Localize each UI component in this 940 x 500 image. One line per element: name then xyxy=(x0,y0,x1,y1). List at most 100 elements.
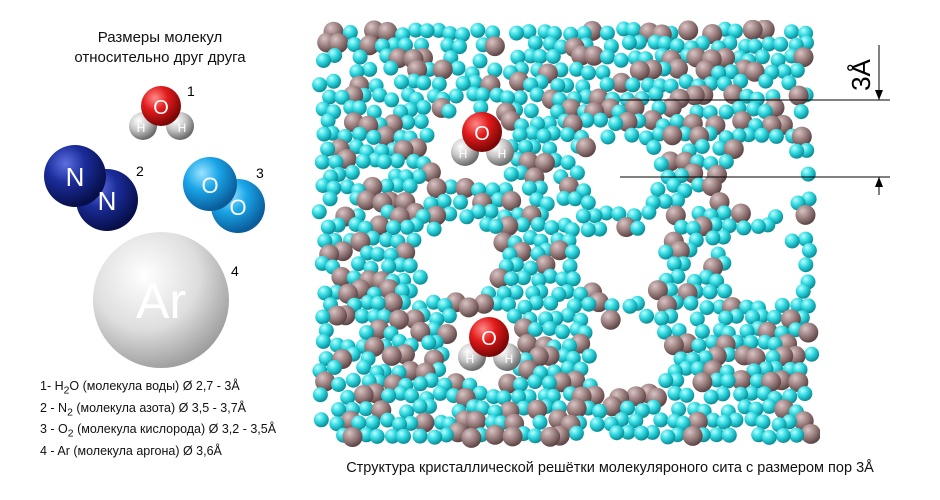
lattice-oxygen-atom xyxy=(633,425,649,441)
lattice-oxygen-atom xyxy=(508,284,524,300)
lattice-oxygen-atom xyxy=(754,49,770,65)
lattice-oxygen-atom xyxy=(768,128,784,144)
water-molecule: O H H xyxy=(129,86,194,140)
lattice-silicon-atom xyxy=(566,398,587,419)
atom-label: N xyxy=(66,162,85,192)
lattice-oxygen-atom xyxy=(736,220,752,236)
lattice-oxygen-atom xyxy=(541,375,557,391)
lattice-silicon-atom xyxy=(692,372,713,393)
lattice-silicon-atom xyxy=(455,177,476,198)
lattice-oxygen-atom xyxy=(532,180,548,196)
lattice-oxygen-atom xyxy=(580,195,596,211)
lattice-oxygen-atom xyxy=(427,429,443,445)
lattice-oxygen-atom xyxy=(579,112,595,128)
lattice-oxygen-atom xyxy=(515,270,531,286)
lattice-oxygen-atom xyxy=(470,204,486,220)
lattice-silicon-atom xyxy=(575,137,596,158)
lattice-oxygen-atom xyxy=(776,64,792,79)
lattice-oxygen-atom xyxy=(436,193,452,209)
lattice-oxygen-atom xyxy=(532,49,548,64)
lattice-oxygen-atom xyxy=(761,36,777,52)
lattice-silicon-atom xyxy=(682,425,703,446)
lattice-oxygen-atom xyxy=(412,269,428,285)
lattice-oxygen-atom xyxy=(669,114,685,129)
atom-label: O xyxy=(229,195,246,220)
nitrogen-molecule: N N xyxy=(44,145,138,231)
lattice-oxygen-atom xyxy=(620,400,635,416)
lattice-oxygen-atom xyxy=(678,74,694,90)
water-molecule-in-pore: O H H xyxy=(451,112,514,166)
lattice-oxygen-atom xyxy=(589,416,605,432)
lattice-oxygen-atom xyxy=(641,204,657,220)
lattice-oxygen-atom xyxy=(657,35,673,51)
lattice-oxygen-atom xyxy=(646,139,662,155)
lattice-oxygen-atom xyxy=(473,100,489,116)
lattice-oxygen-atom xyxy=(448,88,464,104)
lattice-oxygen-atom xyxy=(354,308,370,324)
atom-label: O xyxy=(474,123,490,145)
lattice-oxygen-atom xyxy=(718,310,734,326)
lattice-oxygen-atom xyxy=(370,246,386,262)
lattice-oxygen-atom xyxy=(442,206,458,222)
lattice-oxygen-atom xyxy=(347,37,363,53)
lattice-oxygen-atom xyxy=(718,154,734,170)
lattice-silicon-atom xyxy=(800,423,820,444)
lattice-oxygen-atom xyxy=(349,64,365,80)
lattice-oxygen-atom xyxy=(503,271,519,287)
figure-caption: Структура кристаллической решётки молеку… xyxy=(346,460,874,476)
lattice-oxygen-atom xyxy=(455,27,470,43)
lattice-silicon-atom xyxy=(356,190,377,211)
lattice-oxygen-atom xyxy=(515,217,531,233)
lattice-oxygen-atom xyxy=(620,424,636,440)
lattice-oxygen-atom xyxy=(311,204,327,220)
lattice-oxygen-atom xyxy=(712,140,728,156)
lattice-oxygen-atom xyxy=(650,182,666,197)
lattice-oxygen-atom xyxy=(340,389,356,405)
lattice-oxygen-atom xyxy=(521,389,537,405)
lattice-oxygen-atom xyxy=(653,412,669,428)
lattice-oxygen-atom xyxy=(527,35,543,51)
lattice-oxygen-atom xyxy=(351,415,367,431)
lattice-oxygen-atom xyxy=(545,49,561,64)
heading-line-2: относительно друг друга xyxy=(74,49,246,66)
diagram-heading: Размеры молекул относительно друг друга xyxy=(40,28,280,68)
lattice-oxygen-atom xyxy=(575,208,591,224)
lattice-silicon-atom xyxy=(669,240,690,261)
atom-label: H xyxy=(178,121,187,135)
lattice-oxygen-atom xyxy=(626,22,642,37)
lattice-oxygen-atom xyxy=(727,23,743,39)
lattice-silicon-atom xyxy=(668,58,688,79)
lattice-oxygen-atom xyxy=(322,89,338,105)
lattice-oxygen-atom xyxy=(666,256,682,272)
lattice-oxygen-atom xyxy=(536,128,552,144)
lattice-silicon-atom xyxy=(327,305,347,326)
lattice-oxygen-atom xyxy=(580,222,596,238)
lattice-oxygen-atom xyxy=(442,26,458,42)
lattice-silicon-atom xyxy=(661,97,682,118)
lattice-oxygen-atom xyxy=(452,39,467,55)
lattice-oxygen-atom xyxy=(322,191,338,207)
lattice-silicon-atom xyxy=(331,266,352,287)
lattice-oxygen-atom xyxy=(568,425,584,441)
lattice-silicon-atom xyxy=(602,396,623,417)
lattice-silicon-atom xyxy=(502,426,523,447)
lattice-silicon-atom xyxy=(793,47,814,68)
lattice-oxygen-atom xyxy=(432,385,448,401)
lattice-oxygen-atom xyxy=(767,309,782,325)
lattice-silicon-atom xyxy=(377,21,398,42)
lattice-oxygen-atom xyxy=(569,61,585,77)
lattice-oxygen-atom xyxy=(604,298,620,314)
lattice-oxygen-atom xyxy=(419,127,435,143)
lattice-oxygen-atom xyxy=(781,75,797,91)
lattice-oxygen-atom xyxy=(527,321,543,337)
lattice-oxygen-atom xyxy=(518,139,533,155)
lattice-oxygen-atom xyxy=(542,321,558,336)
lattice-oxygen-atom xyxy=(669,38,685,54)
lattice-oxygen-atom xyxy=(320,141,336,157)
lattice-silicon-atom xyxy=(551,372,572,393)
lattice-silicon-atom xyxy=(414,412,435,433)
lattice-oxygen-atom xyxy=(550,78,566,94)
lattice-oxygen-atom xyxy=(362,61,378,77)
lattice-oxygen-atom xyxy=(595,65,611,80)
lattice-oxygen-atom xyxy=(565,244,580,260)
